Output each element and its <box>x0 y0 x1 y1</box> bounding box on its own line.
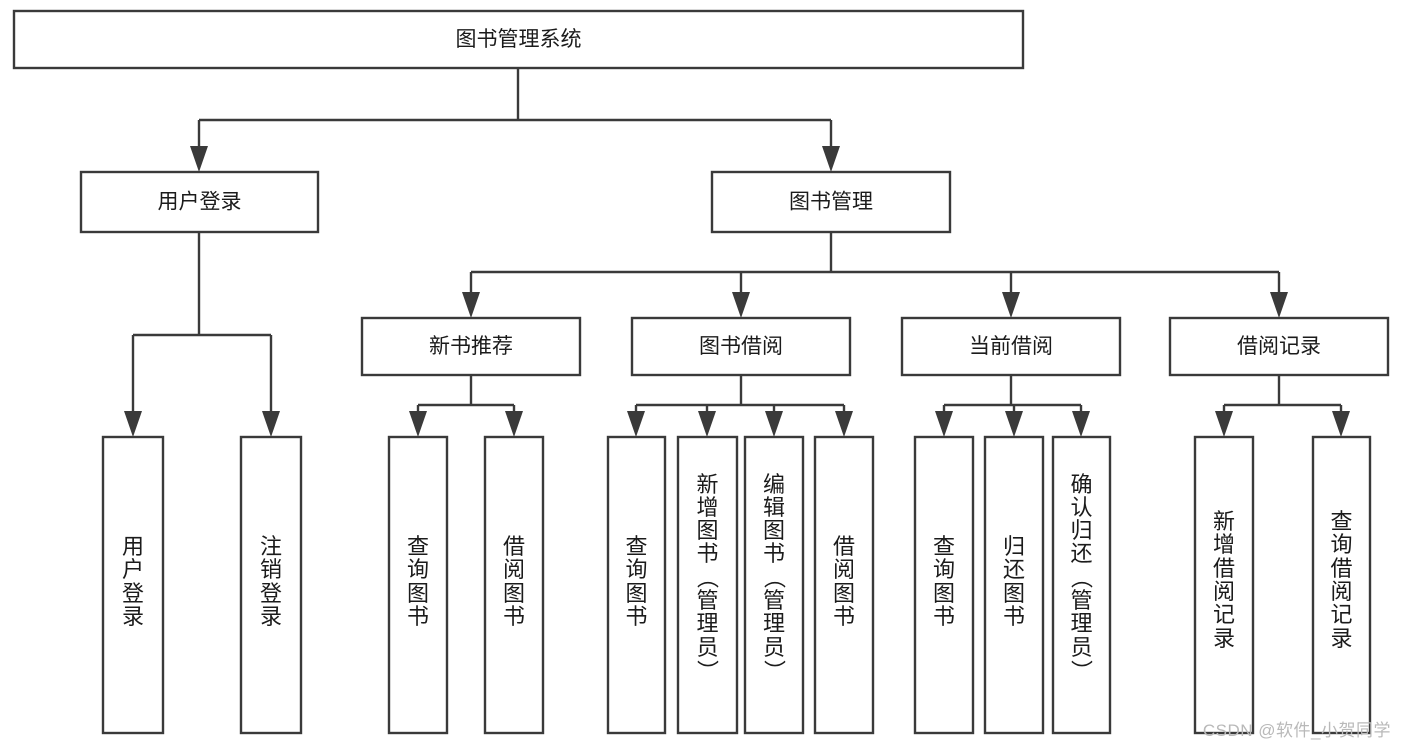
connector-arrowhead <box>1215 411 1233 437</box>
connector-arrowhead <box>262 411 280 437</box>
node-box-current-borrow[interactable] <box>900 316 1122 377</box>
node-label-new-book-recommend: 新书推荐 <box>429 335 513 358</box>
node-label-book-manage: 图书管理 <box>789 191 873 214</box>
connector-arrowhead <box>835 411 853 437</box>
connector-arrowhead <box>124 411 142 437</box>
connector-arrowhead <box>1072 411 1090 437</box>
node-label-root: 图书管理系统 <box>456 28 582 51</box>
connector-arrowhead <box>698 411 716 437</box>
connector-group-bus-borrow-record <box>1215 375 1350 437</box>
node-box-leaf-edit-book[interactable] <box>743 435 805 735</box>
node-box-borrow-record[interactable] <box>1168 316 1390 377</box>
connector-arrowhead <box>1270 292 1288 318</box>
node-box-leaf-query-book-current[interactable] <box>913 435 975 735</box>
node-box-book-borrow[interactable] <box>630 316 852 377</box>
boxes-layer <box>12 9 1390 735</box>
node-box-leaf-logout[interactable] <box>239 435 303 735</box>
node-box-leaf-query-book-recommend[interactable] <box>387 435 449 735</box>
node-box-new-book-recommend[interactable] <box>360 316 582 377</box>
connector-group-bus-new-book <box>409 375 523 437</box>
connector-arrowhead <box>409 411 427 437</box>
watermark-text: CSDN @软件_小贺同学 <box>1202 721 1391 740</box>
connector-arrowhead <box>1002 292 1020 318</box>
connector-group-bus-current-borrow <box>935 375 1090 437</box>
connector-arrowhead <box>822 146 840 172</box>
connector-arrowhead <box>1332 411 1350 437</box>
node-box-leaf-user-login[interactable] <box>101 435 165 735</box>
connector-arrowhead <box>505 411 523 437</box>
connector-group-bus-book-manage <box>462 232 1288 318</box>
connectors-layer <box>124 68 1350 437</box>
connector-arrowhead <box>1005 411 1023 437</box>
node-box-leaf-return-book[interactable] <box>983 435 1045 735</box>
connector-group-bus-user-login <box>124 232 280 437</box>
connector-arrowhead <box>462 292 480 318</box>
node-label-current-borrow: 当前借阅 <box>969 335 1053 358</box>
node-box-leaf-borrow-book-recommend[interactable] <box>483 435 545 735</box>
node-box-leaf-query-book-borrow[interactable] <box>606 435 667 735</box>
connector-arrowhead <box>190 146 208 172</box>
node-box-leaf-add-book[interactable] <box>676 435 739 735</box>
node-box-leaf-query-borrow-record[interactable] <box>1311 435 1372 735</box>
connector-arrowhead <box>765 411 783 437</box>
node-box-user-login[interactable] <box>79 170 320 234</box>
connector-arrowhead <box>732 292 750 318</box>
node-label-borrow-record: 借阅记录 <box>1237 335 1321 358</box>
node-box-leaf-confirm-return[interactable] <box>1051 435 1112 735</box>
node-box-leaf-add-borrow-record[interactable] <box>1193 435 1255 735</box>
connector-group-bus-book-borrow <box>627 375 853 437</box>
node-box-book-manage[interactable] <box>710 170 952 234</box>
connector-arrowhead <box>627 411 645 437</box>
node-label-user-login: 用户登录 <box>158 191 242 214</box>
node-box-root[interactable] <box>12 9 1025 70</box>
node-box-leaf-borrow-book[interactable] <box>813 435 875 735</box>
node-label-book-borrow: 图书借阅 <box>699 335 783 358</box>
connector-group-bus-root <box>190 68 840 172</box>
connector-arrowhead <box>935 411 953 437</box>
